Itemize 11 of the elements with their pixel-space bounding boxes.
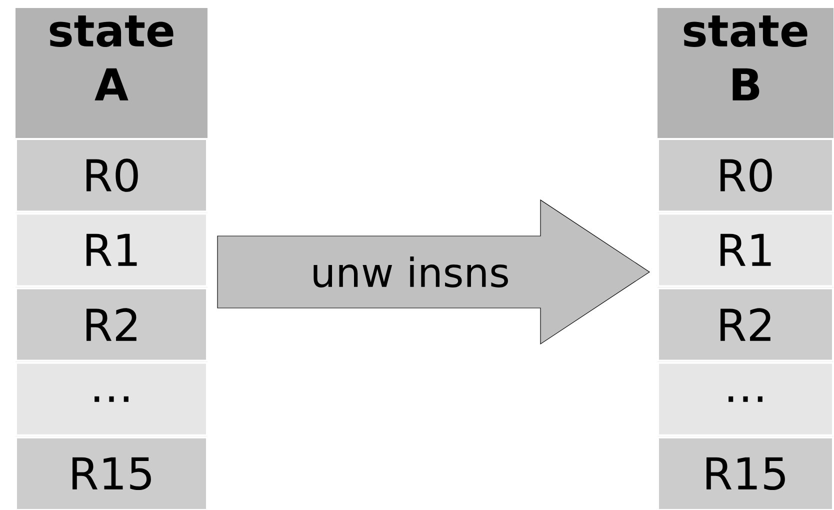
edge-label: unw insns (309, 256, 511, 288)
register-cell: … (657, 362, 834, 436)
register-cell: R0 (15, 138, 208, 213)
register-cell: R2 (657, 287, 834, 362)
register-cell: R2 (15, 287, 208, 362)
register-cell: R15 (15, 436, 208, 510)
register-cell: R1 (657, 212, 834, 288)
register-cell: R1 (15, 212, 208, 288)
register-cell: R15 (657, 436, 834, 510)
register-cell: … (15, 362, 208, 436)
register-cell: R0 (657, 138, 834, 213)
